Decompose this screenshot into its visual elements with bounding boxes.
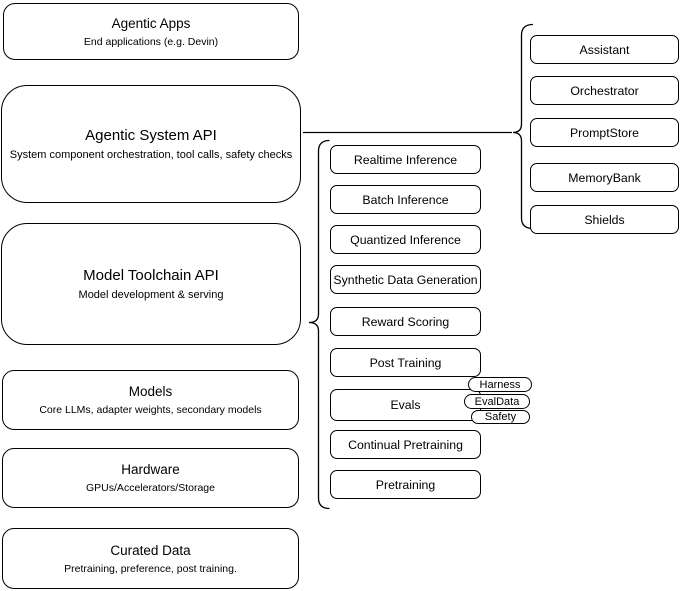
- node-title: Curated Data: [110, 542, 191, 558]
- eval-pill-safety: Safety: [471, 410, 530, 424]
- component-box-orchestrator: Orchestrator: [530, 76, 679, 105]
- node-hardware: Hardware GPUs/Accelerators/Storage: [2, 448, 299, 508]
- node-subtitle: GPUs/Accelerators/Storage: [86, 482, 215, 494]
- node-agentic-system-api: Agentic System API System component orch…: [1, 85, 301, 203]
- component-box-assistant: Assistant: [530, 35, 679, 64]
- service-box-synthetic-data-generation: Synthetic Data Generation: [330, 265, 481, 294]
- toolchain-brace: [308, 139, 330, 510]
- service-box-continual-pretraining: Continual Pretraining: [330, 430, 481, 459]
- eval-pill-harness: Harness: [468, 377, 532, 392]
- component-box-shields: Shields: [530, 205, 679, 234]
- node-models: Models Core LLMs, adapter weights, secon…: [2, 370, 299, 430]
- node-subtitle: System component orchestration, tool cal…: [9, 148, 293, 161]
- node-subtitle: End applications (e.g. Devin): [83, 35, 219, 48]
- node-curated-data: Curated Data Pretraining, preference, po…: [2, 528, 299, 589]
- node-model-toolchain-api: Model Toolchain API Model development & …: [1, 223, 301, 345]
- node-title: Agentic System API: [85, 126, 217, 144]
- node-subtitle: Pretraining, preference, post training.: [64, 562, 237, 575]
- component-box-memorybank: MemoryBank: [530, 163, 679, 192]
- node-title: Model Toolchain API: [83, 266, 219, 284]
- service-box-evals: Evals: [330, 389, 481, 421]
- service-box-realtime-inference: Realtime Inference: [330, 145, 481, 174]
- node-subtitle: Model development & serving: [78, 288, 224, 301]
- node-agentic-apps: Agentic Apps End applications (e.g. Devi…: [3, 3, 299, 60]
- service-box-reward-scoring: Reward Scoring: [330, 307, 481, 336]
- service-box-quantized-inference: Quantized Inference: [330, 225, 481, 254]
- service-box-post-training: Post Training: [330, 348, 481, 377]
- node-title: Models: [128, 384, 173, 399]
- service-box-pretraining: Pretraining: [330, 470, 481, 499]
- eval-pill-evaldata: EvalData: [464, 394, 530, 409]
- component-box-promptstore: PromptStore: [530, 118, 679, 147]
- node-title: Agentic Apps: [111, 15, 191, 31]
- node-title: Hardware: [121, 462, 180, 477]
- node-subtitle: Core LLMs, adapter weights, secondary mo…: [39, 404, 262, 416]
- service-box-batch-inference: Batch Inference: [330, 185, 481, 214]
